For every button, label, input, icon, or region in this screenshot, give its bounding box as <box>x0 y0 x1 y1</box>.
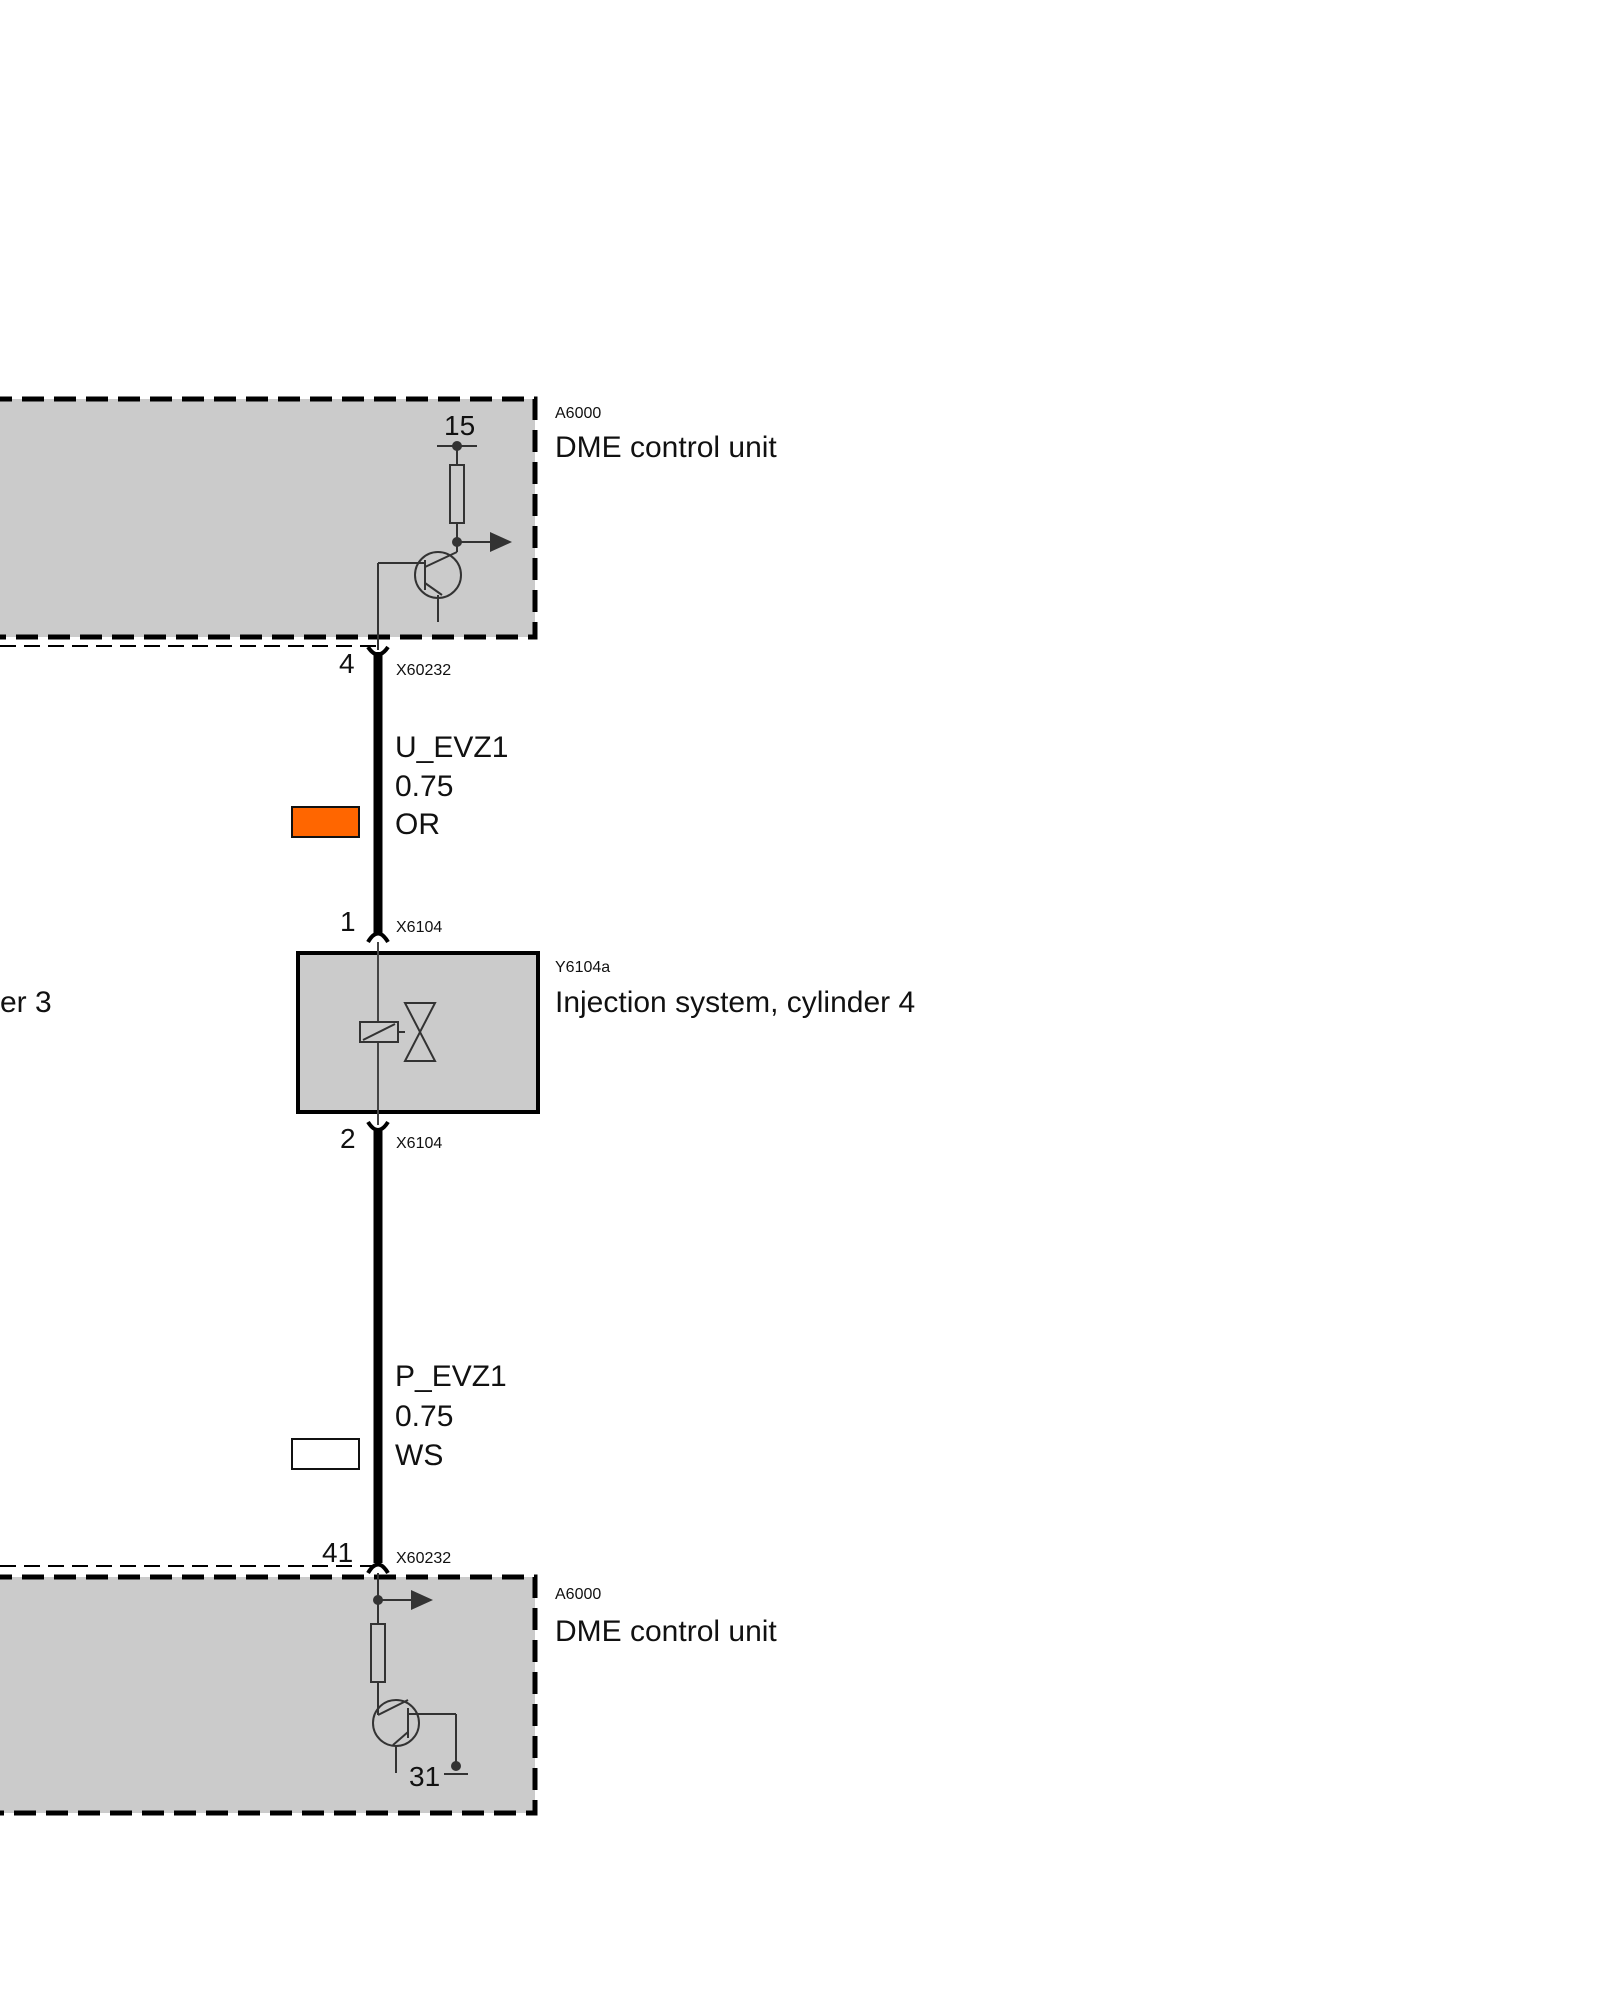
dme-bottom-driver-circuit <box>370 1573 468 1775</box>
dme-top-name: DME control unit <box>555 431 777 464</box>
pin-1-connector: X6104 <box>396 919 442 936</box>
pin-41-number: 41 <box>322 1537 353 1568</box>
injector-code: Y6104a <box>555 959 610 976</box>
terminal-15-label: 15 <box>444 410 475 441</box>
terminal-31-label: 31 <box>409 1761 440 1792</box>
dme-control-unit-bottom <box>0 1574 538 1816</box>
wire-color-swatch-white <box>291 1438 360 1470</box>
injector-box <box>296 942 540 1125</box>
wire-lower-gauge: 0.75 <box>395 1400 453 1433</box>
pin-2-connector: X6104 <box>396 1135 442 1152</box>
pin-4-number: 4 <box>339 648 355 679</box>
wire-upper <box>366 645 390 944</box>
dme-control-unit-top <box>0 396 538 647</box>
pin-4-connector: X60232 <box>396 662 451 679</box>
wire-upper-gauge: 0.75 <box>395 770 453 803</box>
cut-off-component-label: er 3 <box>0 986 52 1019</box>
pin-1-number: 1 <box>340 906 356 937</box>
dme-bottom-name: DME control unit <box>555 1615 777 1648</box>
wire-lower-signal: P_EVZ1 <box>395 1360 507 1393</box>
dme-bottom-code: A6000 <box>555 1586 601 1603</box>
wire-upper-signal: U_EVZ1 <box>395 731 508 764</box>
pin-2-number: 2 <box>340 1123 356 1154</box>
wire-color-swatch-orange <box>291 806 360 838</box>
wire-upper-color-code: OR <box>395 808 440 841</box>
dme-top-code: A6000 <box>555 405 601 422</box>
wire-lower-color-code: WS <box>395 1439 443 1472</box>
injector-name: Injection system, cylinder 4 <box>555 986 915 1019</box>
dme-top-driver-circuit <box>377 441 512 650</box>
wire-lower <box>0 1120 390 1575</box>
pin-41-connector: X60232 <box>396 1550 451 1567</box>
